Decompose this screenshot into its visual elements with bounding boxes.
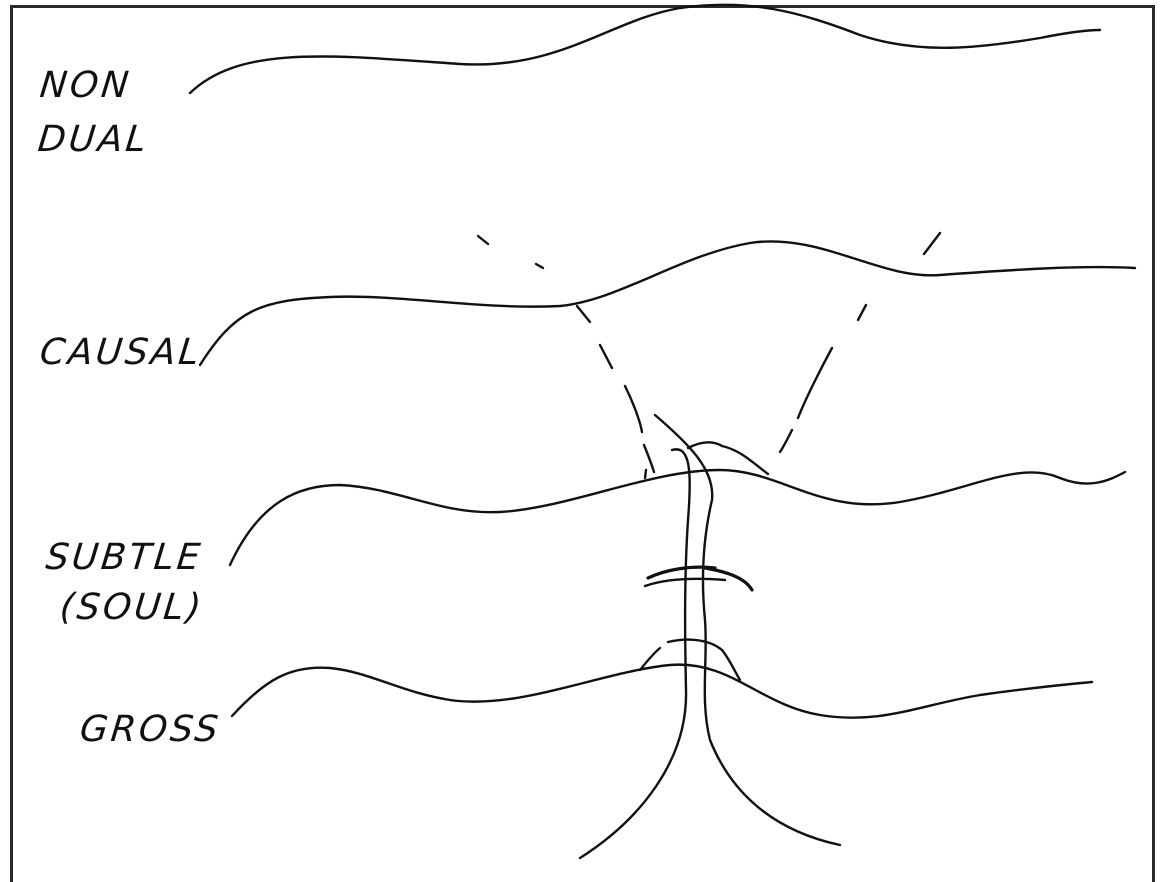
gross-level-line (232, 665, 1092, 718)
non-dual-label-line2: DUAL (36, 122, 151, 158)
cone-right-dash-1 (924, 233, 940, 254)
cone-left-dash-3 (577, 306, 590, 322)
cone-left-dash-7 (645, 470, 646, 478)
causal-level-line (200, 241, 1135, 365)
cone-right-dash-2 (858, 305, 866, 320)
central-channel (580, 415, 840, 858)
cone-left-dash-1 (478, 236, 488, 244)
subtle-label-line1: SUBTLE (44, 540, 204, 576)
cone-right-dash-4 (780, 430, 792, 452)
non-dual-label-line1: NON (38, 68, 133, 104)
channel-left-strand (580, 449, 690, 858)
causal-label: CAUSAL (38, 335, 203, 371)
cone-left-dash-4 (600, 345, 612, 368)
level-lines (190, 5, 1135, 718)
cone-right-dash-3 (798, 348, 832, 418)
cone-left-dash-5 (625, 386, 642, 432)
subtle-label-line2: (SOUL) (58, 590, 205, 626)
gross-label: GROSS (78, 712, 222, 748)
cone-left-dash-2 (536, 264, 543, 268)
non-dual-level-line (190, 5, 1100, 93)
subtle-level-line (230, 470, 1125, 565)
channel-right-strand (655, 415, 840, 845)
cone-left-dash-6 (644, 445, 654, 472)
